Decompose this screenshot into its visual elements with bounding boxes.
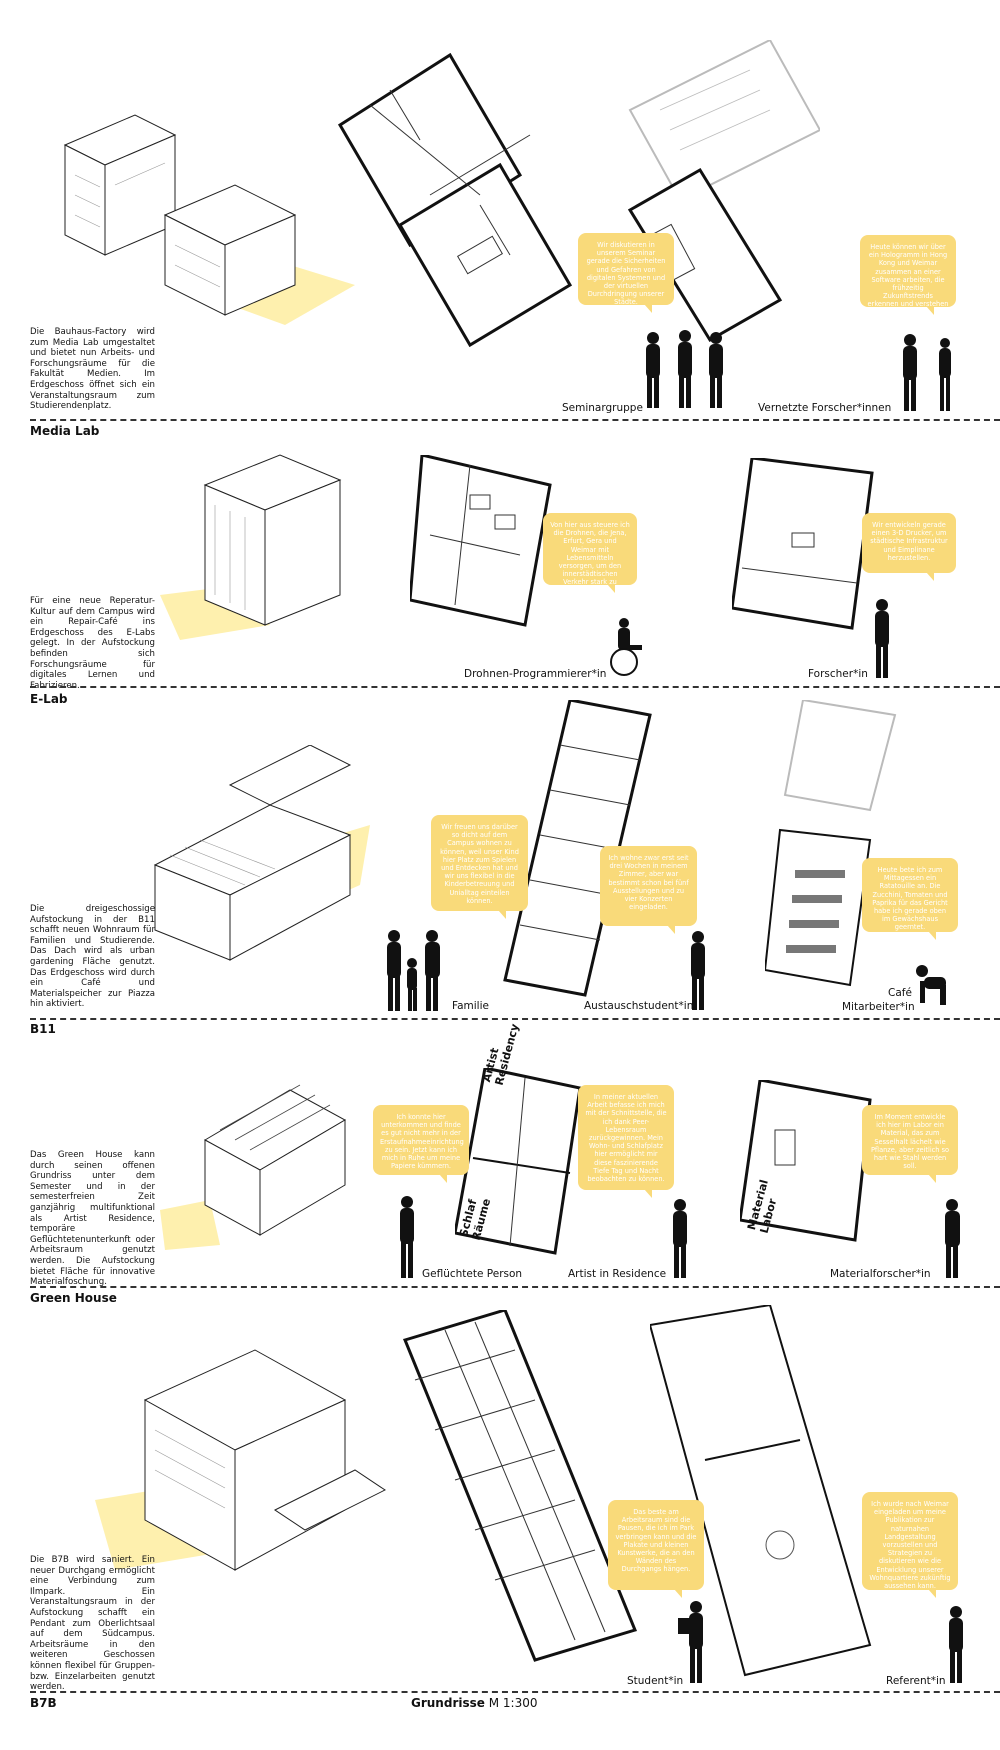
floorplan-e-lab-2 [732, 458, 874, 630]
person-silhouette-icon [400, 1196, 414, 1278]
section-divider [30, 1691, 1000, 1693]
person-silhouette-icon [673, 1199, 687, 1278]
section-description: Für eine neue Reperatur-Kultur auf dem C… [30, 596, 155, 691]
section-divider [30, 686, 1000, 688]
person-reading-icon [949, 1606, 963, 1683]
person-silhouette-icon [875, 599, 889, 678]
person-reading-icon [678, 1601, 703, 1683]
section-title: E-Lab [30, 692, 68, 706]
crouching-person-icon [916, 965, 946, 1005]
section-title: B7B [30, 1696, 57, 1710]
persona-label: Mitarbeiter*in [842, 1001, 915, 1013]
speech-bubble-student: Das beste am Arbeitsraum sind die Pausen… [608, 1500, 704, 1598]
persona-label: Vernetzte Forscher*innen [758, 402, 892, 414]
persona-label: Student*in [627, 1675, 684, 1687]
persona-label: Geflüchtete Person [422, 1268, 523, 1280]
floorplan-media-lab-1 [337, 52, 573, 348]
floorplan-e-lab-1 [410, 455, 552, 627]
section-description: Die B7B wird saniert. Ein neuer Durchgan… [30, 1555, 155, 1693]
isometric-media-lab [63, 114, 355, 325]
floorplan-b7b-2 [650, 1305, 872, 1677]
isometric-e-lab [160, 454, 342, 640]
section-divider [30, 1018, 1000, 1020]
family-silhouette-icon [387, 930, 440, 1011]
floorplan-media-lab-2 [627, 40, 820, 343]
speech-bubble-forscher: Heute können wir über ein Hologramm in H… [860, 235, 956, 317]
persona-label: Forscher*in [808, 668, 868, 680]
section-title: B11 [30, 1022, 56, 1036]
speech-bubble-forscher: Wir entwickeln gerade einen 3-D Drucker,… [862, 513, 956, 581]
wheelchair-person-icon [610, 618, 642, 676]
persona-label: Familie [452, 1000, 489, 1012]
isometric-b11 [153, 745, 370, 961]
persona-label: Referent*in [886, 1675, 946, 1687]
speech-bubble-gefluechtet: Ich konnte hier unterkommen und finde es… [373, 1105, 469, 1183]
speech-bubble-artist: In meiner aktuellen Arbeit befasse ich m… [578, 1085, 674, 1198]
section-divider [30, 419, 1000, 421]
section-divider [30, 1286, 1000, 1288]
people-silhouette-icon [646, 330, 723, 408]
section-description: Die dreigeschossige Aufstockung in der B… [30, 904, 155, 1010]
speech-bubble-material: Im Moment entwickle ich hier im Labor ei… [862, 1105, 958, 1183]
persona-label: Drohnen-Programmierer*in [464, 668, 607, 680]
speech-bubble-familie: Wir freuen uns darüber so dicht auf dem … [431, 815, 528, 919]
speech-bubble-cafe: Heute bete ich zum Mittagessen ein Ratat… [862, 858, 958, 940]
floorplan-green-house-1 [455, 1068, 582, 1255]
person-silhouette-icon [691, 931, 705, 1010]
speech-bubble-austausch: Ich wohne zwar erst seit drei Wochen in … [600, 846, 697, 934]
persona-label: Seminargruppe [562, 402, 643, 414]
floorplan-green-house-2 [740, 1080, 872, 1242]
floorplan-b7b-1 [402, 1310, 638, 1662]
section-description: Das Green House kann durch seinen offene… [30, 1150, 155, 1288]
section-description: Die Bauhaus-Factory wird zum Media Lab u… [30, 327, 155, 412]
section-title: Green House [30, 1291, 117, 1305]
footer-scale: M 1:300 [488, 1696, 538, 1710]
person-silhouette-icon [945, 1199, 960, 1278]
footer-caption: Grundrisse M 1:300 [411, 1696, 537, 1710]
footer-title: Grundrisse [411, 1696, 485, 1710]
speech-bubble-seminargruppe: Wir diskutieren in unserem Seminar gerad… [578, 233, 674, 313]
isometric-b7b [95, 1349, 386, 1571]
persona-label: Materialforscher*in [830, 1268, 931, 1280]
section-title: Media Lab [30, 424, 100, 438]
speech-bubble-drohnen: Von hier aus steuere ich die Drohnen, di… [543, 513, 637, 595]
isometric-green-house [160, 1084, 347, 1250]
floorplan-b11-2 [765, 700, 897, 987]
speech-bubble-referent: Ich wurde nach Weimar eingeladen um mein… [862, 1492, 958, 1598]
persona-label: Austauschstudent*in [584, 1000, 694, 1012]
person-silhouette-icon [903, 334, 951, 411]
persona-label: Artist in Residence [568, 1268, 667, 1280]
persona-label: Café [888, 987, 912, 999]
